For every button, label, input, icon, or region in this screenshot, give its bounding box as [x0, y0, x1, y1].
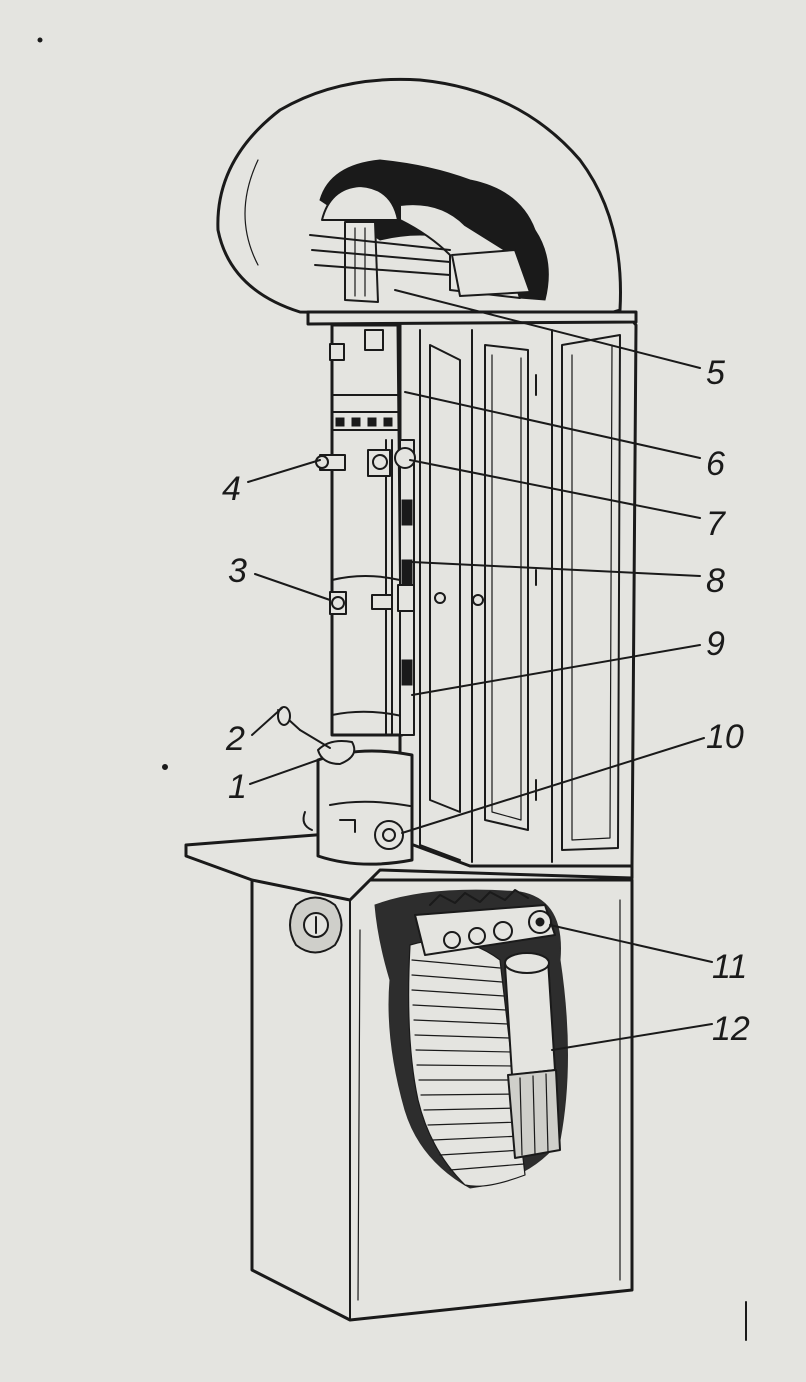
radiator-fins — [411, 959, 525, 1171]
sight-tube — [385, 439, 415, 736]
leader-3 — [254, 573, 331, 601]
scan-specks — [37, 37, 747, 1341]
column-base — [277, 706, 414, 866]
motor — [504, 952, 561, 1159]
leader-7 — [409, 459, 701, 519]
main-column — [315, 323, 416, 737]
label-7: 7 — [706, 505, 726, 543]
label-4: 4 — [222, 470, 241, 508]
label-10: 10 — [706, 718, 744, 756]
label-1: 1 — [228, 768, 247, 806]
leader-4 — [247, 459, 321, 483]
label-12: 12 — [712, 1010, 750, 1048]
label-5: 5 — [706, 354, 725, 392]
label-3: 3 — [228, 552, 247, 590]
collar-teeth — [335, 417, 393, 427]
leader-12 — [551, 1023, 713, 1051]
top-hood — [216, 77, 638, 326]
label-9: 9 — [706, 625, 725, 663]
leader-6 — [404, 391, 701, 459]
glass-cabinet — [398, 316, 638, 868]
leader-8 — [411, 561, 701, 577]
label-8: 8 — [706, 562, 725, 600]
handwheel-icon — [289, 896, 343, 954]
terminal-block — [414, 889, 556, 956]
leader-1 — [249, 759, 319, 785]
leader-9 — [411, 644, 701, 696]
label-6: 6 — [706, 445, 725, 483]
leader-11 — [549, 924, 713, 963]
leader-10 — [401, 737, 705, 834]
leader-lines — [247, 289, 713, 1051]
leader-5 — [394, 289, 701, 369]
leader-2 — [251, 707, 283, 736]
label-11: 11 — [712, 948, 747, 986]
callout-labels: 1 2 3 4 5 6 7 8 9 10 11 12 — [222, 354, 750, 1048]
cutaway-interior — [374, 889, 568, 1189]
label-2: 2 — [225, 720, 245, 758]
